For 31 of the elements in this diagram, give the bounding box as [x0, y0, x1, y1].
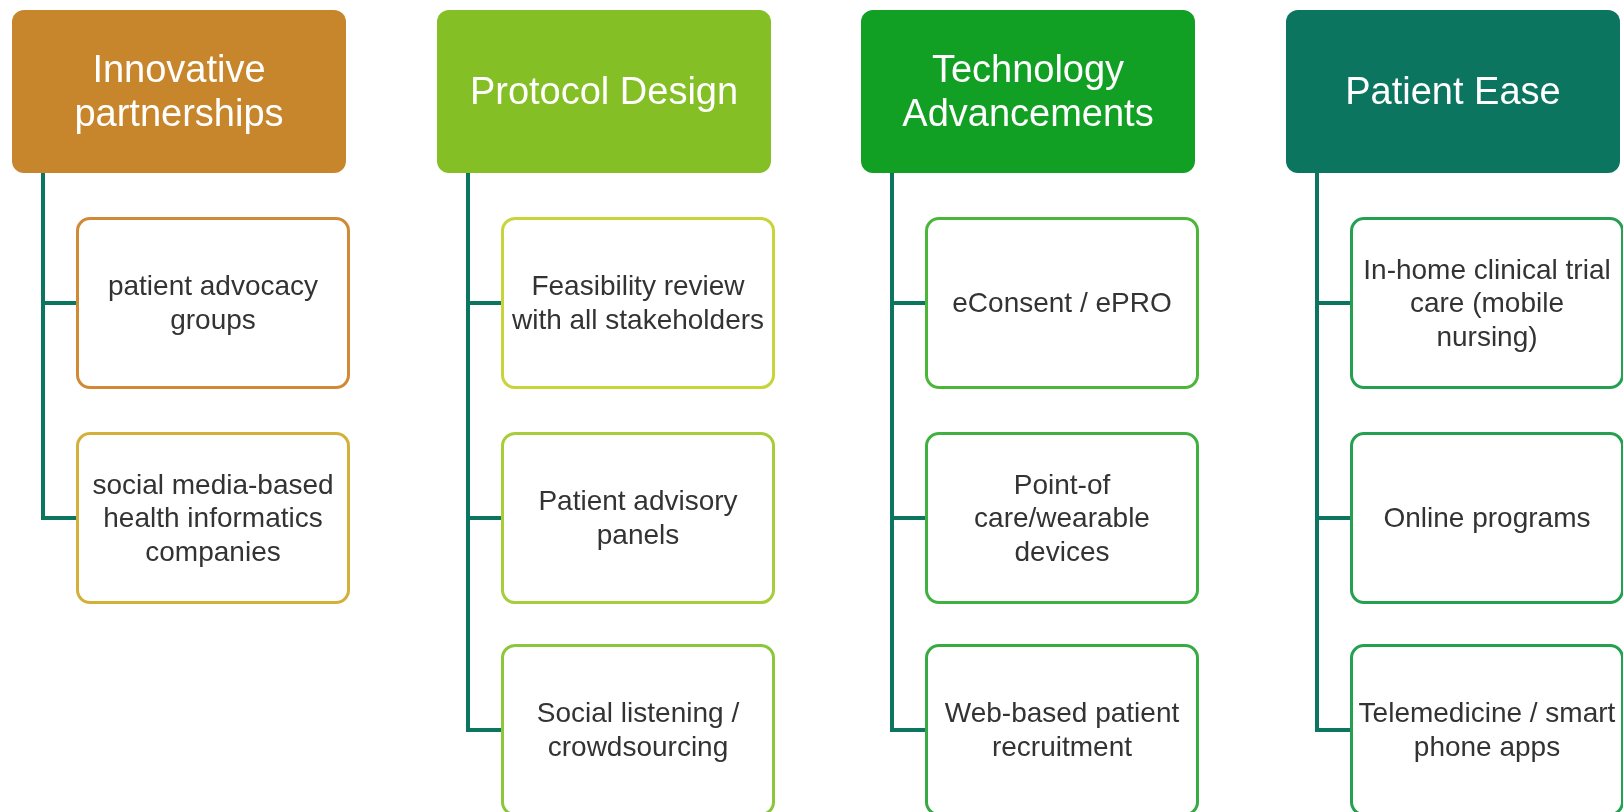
item-box	[76, 217, 350, 389]
box-text: Protocol Design	[469, 69, 739, 114]
category-box	[12, 10, 346, 173]
box-text: In-home clinical trial care (mobile nursing)	[1362, 252, 1612, 354]
category-box	[861, 10, 1195, 173]
item-box	[501, 217, 775, 389]
box-text: Technology Advancements	[901, 47, 1155, 136]
box-text: Patient Ease	[1345, 69, 1561, 114]
category-box	[437, 10, 771, 173]
item-box	[501, 432, 775, 604]
item-box	[1350, 432, 1623, 604]
box-text: Web-based patient recruitment	[943, 696, 1181, 764]
box-text: Feasibility review with all stakeholders	[510, 269, 766, 337]
box-text: Social listening / crowdsourcing	[535, 696, 741, 764]
category-box	[1286, 10, 1620, 173]
item-box	[1350, 217, 1623, 389]
item-box	[501, 644, 775, 812]
box-text: social media-based health informatics companies	[91, 467, 335, 569]
box-text: eConsent / ePRO	[952, 286, 1172, 320]
box-text: Telemedicine / smart phone apps	[1357, 696, 1617, 764]
box-text: Patient advisory panels	[537, 484, 739, 552]
item-box	[1350, 644, 1623, 812]
box-text: Point-of care/wearable devices	[973, 467, 1151, 569]
item-box	[925, 217, 1199, 389]
item-box	[925, 644, 1199, 812]
box-text: Online programs	[1383, 501, 1591, 535]
connector-line	[41, 173, 76, 520]
item-box	[76, 432, 350, 604]
box-text: Innovative partnerships	[73, 47, 285, 136]
item-box	[925, 432, 1199, 604]
box-text: patient advocacy groups	[106, 269, 320, 337]
